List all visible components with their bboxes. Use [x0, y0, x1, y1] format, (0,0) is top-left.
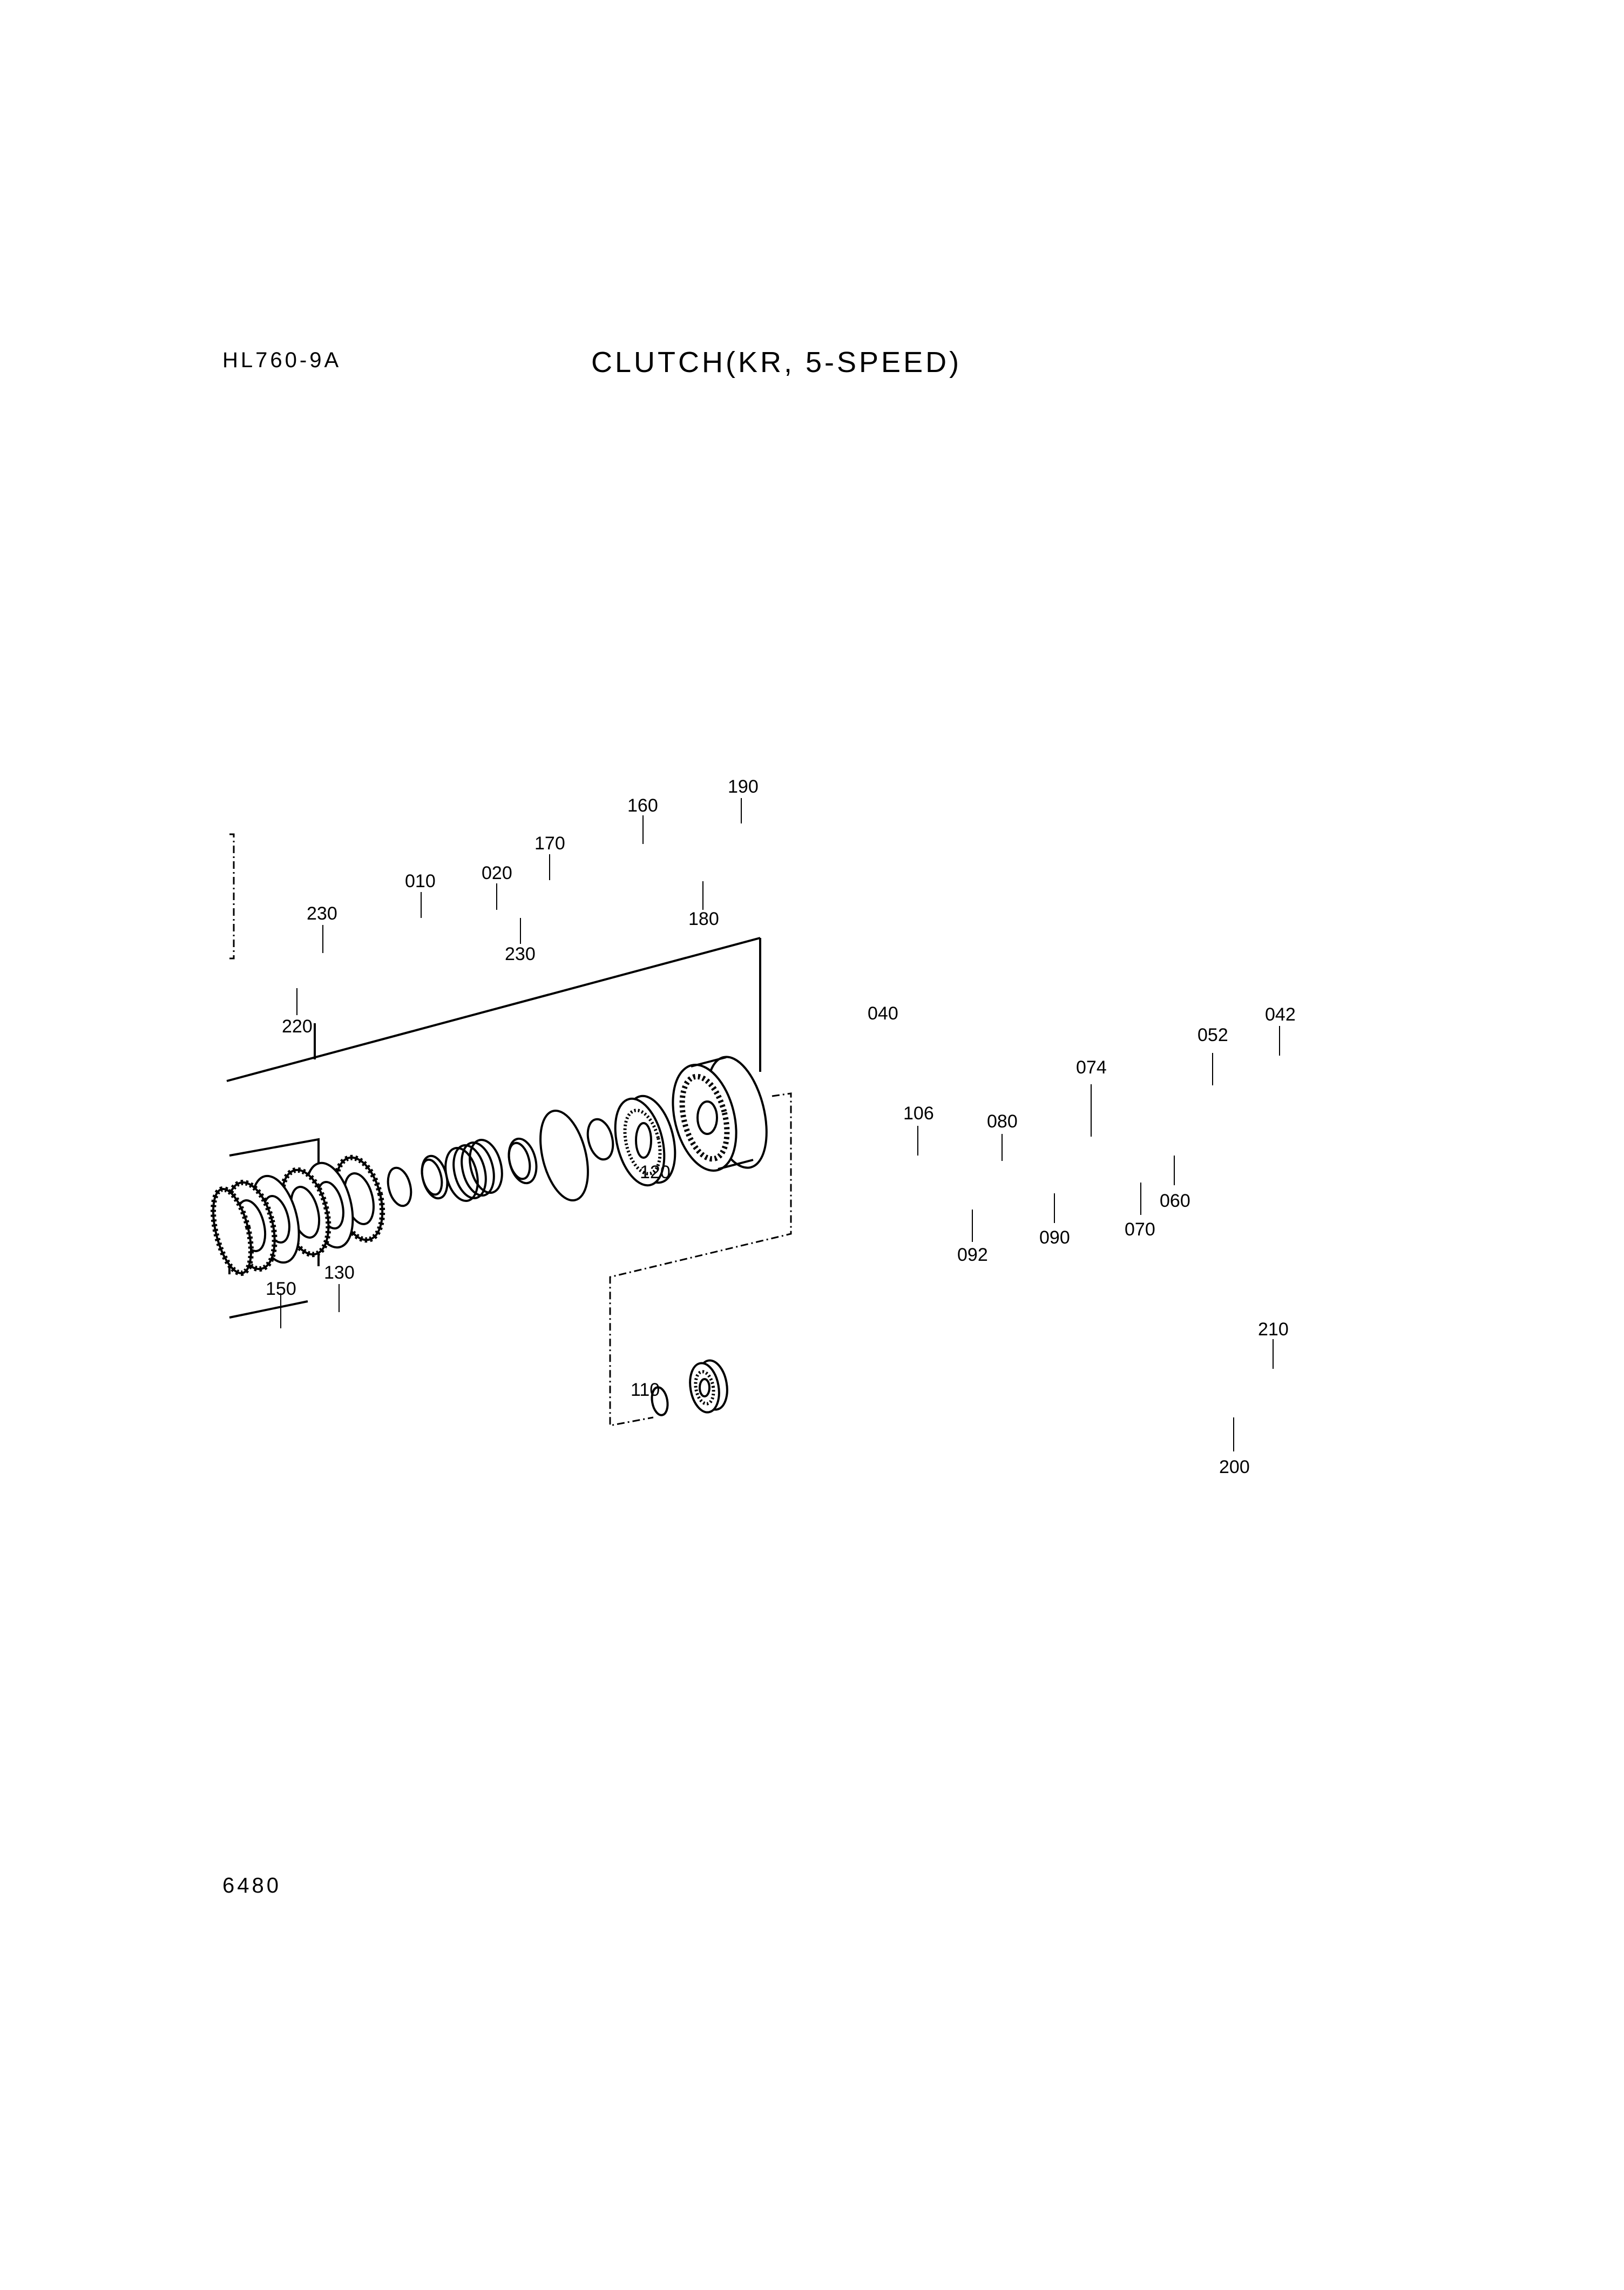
callout-220: 220 — [282, 1016, 313, 1037]
callout-230-lower: 230 — [505, 944, 536, 964]
callout-200: 200 — [1219, 1457, 1250, 1477]
callout-040: 040 — [868, 1003, 898, 1024]
callout-210: 210 — [1258, 1319, 1289, 1340]
leader-lines — [280, 798, 1280, 1451]
clutch-drum — [672, 1056, 768, 1172]
callout-060: 060 — [1160, 1191, 1190, 1211]
callout-074: 074 — [1076, 1057, 1107, 1078]
callout-042: 042 — [1265, 1004, 1296, 1025]
callout-092: 092 — [957, 1245, 988, 1265]
callout-150: 150 — [266, 1279, 296, 1299]
bearing-assembly — [651, 1359, 728, 1416]
clutch-disc-pack — [211, 1154, 385, 1276]
callout-080: 080 — [987, 1111, 1018, 1132]
callout-090: 090 — [1039, 1227, 1070, 1248]
callout-020: 020 — [482, 863, 512, 883]
model-code: HL760-9A — [222, 348, 342, 372]
callout-110: 110 — [631, 1380, 660, 1400]
callout-070: 070 — [1125, 1219, 1155, 1240]
callout-160: 160 — [627, 795, 658, 816]
page-number: 6480 — [222, 1874, 281, 1897]
callout-106: 106 — [903, 1103, 934, 1124]
callout-180: 180 — [688, 909, 719, 929]
page-title: CLUTCH(KR, 5-SPEED) — [591, 346, 962, 379]
callout-230: 230 — [307, 903, 337, 924]
part-number-callouts: 190 160 170 010 020 230 180 230 220 040 … — [266, 776, 1296, 1477]
rings-and-seals — [387, 1109, 614, 1207]
callout-120: 120 — [640, 1162, 671, 1183]
callout-190: 190 — [728, 776, 759, 797]
callout-130: 130 — [324, 1262, 355, 1283]
callout-010: 010 — [405, 871, 436, 891]
callout-170: 170 — [534, 833, 565, 854]
callout-052: 052 — [1197, 1025, 1228, 1045]
piston — [614, 1095, 676, 1187]
